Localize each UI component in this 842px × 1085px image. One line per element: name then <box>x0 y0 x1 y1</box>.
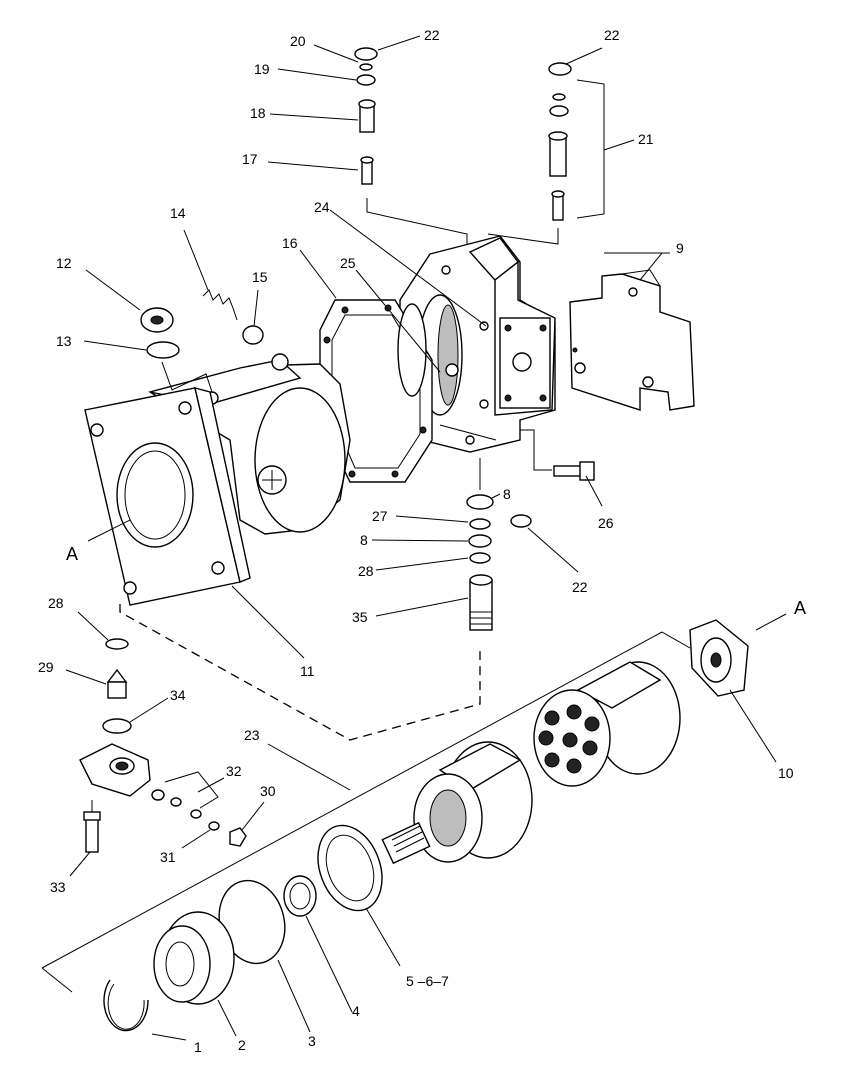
part-24-valve-housing <box>399 235 556 453</box>
label-30: 30 <box>260 783 276 799</box>
label-15: 15 <box>252 269 268 285</box>
label-32: 32 <box>226 763 242 779</box>
part-8-ring-bottom <box>468 534 492 548</box>
cylinder-block <box>533 661 681 787</box>
part-1-snap-ring <box>103 979 149 1032</box>
label-16: 16 <box>282 235 298 251</box>
part-28-ring-right <box>469 552 491 564</box>
drive-shaft-assembly <box>381 741 533 865</box>
part-12-plug <box>140 307 174 333</box>
part-9-valve-block <box>569 269 695 411</box>
part-21-stack <box>548 79 605 221</box>
label-13: 13 <box>56 333 72 349</box>
label-28-right: 28 <box>358 563 374 579</box>
part-2-shaft-seal-housing <box>153 911 235 1005</box>
label-5-6-7: 5 –6–7 <box>406 973 449 989</box>
part-30-nut <box>229 827 247 847</box>
part-13-o-ring <box>146 341 180 359</box>
part-32-fittings <box>151 771 219 819</box>
part-33-bolt <box>83 800 101 853</box>
leader-lines <box>65 35 787 1041</box>
label-29: 29 <box>38 659 54 675</box>
label-9: 9 <box>676 240 684 256</box>
part-28-ring-left <box>105 638 129 650</box>
label-4: 4 <box>352 1003 360 1019</box>
label-22-mid: 22 <box>572 579 588 595</box>
part-17-pin <box>360 156 374 185</box>
label-26: 26 <box>598 515 614 531</box>
part-31-ring <box>208 821 220 831</box>
part-18-plunger <box>358 99 376 133</box>
label-14: 14 <box>170 205 186 221</box>
label-1: 1 <box>194 1039 202 1055</box>
part-19-ring <box>356 74 376 86</box>
label-24: 24 <box>314 199 330 215</box>
label-10: 10 <box>778 765 794 781</box>
label-35: 35 <box>352 609 368 625</box>
ref-label-a-left: A <box>66 544 78 564</box>
part-25-valve-plate <box>397 303 459 397</box>
part-14-spring <box>202 289 238 321</box>
label-18: 18 <box>250 105 266 121</box>
part-5-6-7-plates <box>317 824 383 912</box>
part-22-top-right-ring <box>548 62 572 76</box>
label-28-left: 28 <box>48 595 64 611</box>
label-8-top: 8 <box>503 486 511 502</box>
part-22-ring-mid <box>510 514 532 528</box>
part-22-top-left-ring <box>354 47 378 61</box>
label-23: 23 <box>244 727 260 743</box>
part-26-bolt <box>553 461 595 481</box>
part-10-cover-plate <box>689 619 749 697</box>
label-33: 33 <box>50 879 66 895</box>
ref-label-a-right: A <box>794 598 806 618</box>
part-flange-fitting <box>79 743 151 797</box>
label-8-bottom: 8 <box>360 532 368 548</box>
part-20-ring <box>359 63 373 71</box>
label-11: 11 <box>300 663 315 679</box>
part-34-ring <box>102 718 132 734</box>
part-4-bearing <box>283 875 317 917</box>
label-3: 3 <box>308 1033 316 1049</box>
label-25: 25 <box>340 255 356 271</box>
label-31: 31 <box>160 849 176 865</box>
label-22-top-left: 22 <box>424 27 440 43</box>
label-22-top-right: 22 <box>604 27 620 43</box>
part-35-sleeve <box>469 574 493 631</box>
part-27-ring <box>469 518 491 530</box>
part-29-screw <box>106 668 128 699</box>
label-12: 12 <box>56 255 72 271</box>
label-27: 27 <box>372 508 388 524</box>
label-21: 21 <box>638 131 654 147</box>
part-15-poppet <box>242 325 264 345</box>
label-19: 19 <box>254 61 270 77</box>
label-20: 20 <box>290 33 306 49</box>
part-8-ring-top <box>466 494 494 510</box>
part-11-flange <box>84 387 251 606</box>
label-2: 2 <box>238 1037 246 1053</box>
label-17: 17 <box>242 151 258 167</box>
label-34: 34 <box>170 687 186 703</box>
